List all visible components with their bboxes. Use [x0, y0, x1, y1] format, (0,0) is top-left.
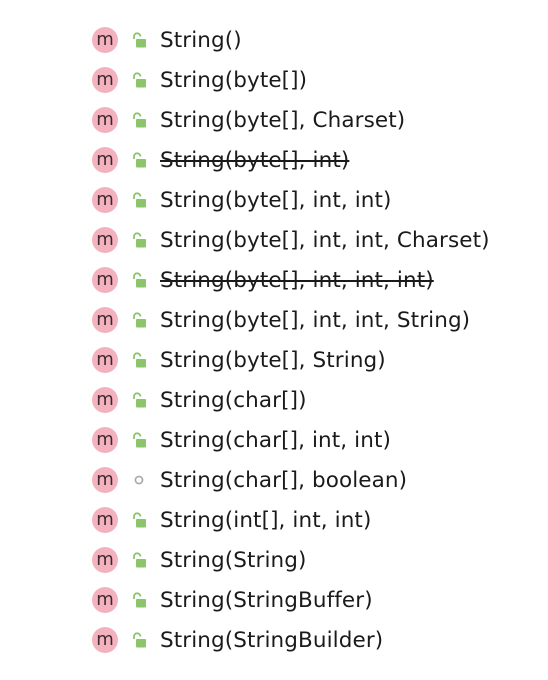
method-icon: m [92, 147, 118, 173]
member-label: String(byte[], int) [160, 147, 350, 173]
method-icon: m [92, 547, 118, 573]
public-lock-icon [128, 629, 150, 651]
list-item[interactable]: m String(char[]) [92, 380, 542, 420]
list-item[interactable]: m String(StringBuffer) [92, 580, 542, 620]
member-label: String(char[]) [160, 387, 307, 413]
member-label: String(char[], int, int) [160, 427, 391, 453]
public-lock-icon [128, 549, 150, 571]
list-item[interactable]: m String(byte[], Charset) [92, 100, 542, 140]
method-icon: m [92, 227, 118, 253]
method-icon: m [92, 307, 118, 333]
list-item[interactable]: m String(byte[], int, int) [92, 180, 542, 220]
method-icon: m [92, 347, 118, 373]
method-icon: m [92, 67, 118, 93]
constructor-list: m String() m String(byte[]) m String(byt… [92, 20, 542, 660]
public-lock-icon [128, 389, 150, 411]
method-icon: m [92, 627, 118, 653]
list-item[interactable]: m String(byte[], String) [92, 340, 542, 380]
list-item[interactable]: m String(byte[], int, int, Charset) [92, 220, 542, 260]
method-icon: m [92, 27, 118, 53]
public-lock-icon [128, 229, 150, 251]
list-item[interactable]: m String(byte[]) [92, 60, 542, 100]
list-item[interactable]: m String(byte[], int) [92, 140, 542, 180]
method-icon: m [92, 387, 118, 413]
member-label: String(byte[]) [160, 67, 308, 93]
list-item[interactable]: m String(char[], boolean) [92, 460, 542, 500]
public-lock-icon [128, 189, 150, 211]
list-item[interactable]: m String(byte[], int, int, String) [92, 300, 542, 340]
member-label: String(byte[], int, int) [160, 187, 392, 213]
public-lock-icon [128, 349, 150, 371]
member-label: String(byte[], Charset) [160, 107, 406, 133]
public-lock-icon [128, 149, 150, 171]
member-label: String(byte[], int, int, String) [160, 307, 471, 333]
method-icon: m [92, 427, 118, 453]
member-label: String(int[], int, int) [160, 507, 372, 533]
list-item[interactable]: m String(StringBuilder) [92, 620, 542, 660]
member-label: String(StringBuilder) [160, 627, 384, 653]
method-icon: m [92, 467, 118, 493]
list-item[interactable]: m String(byte[], int, int, int) [92, 260, 542, 300]
list-item[interactable]: m String() [92, 20, 542, 60]
member-label: String() [160, 27, 242, 53]
member-label: String(char[], boolean) [160, 467, 408, 493]
list-item[interactable]: m String(char[], int, int) [92, 420, 542, 460]
public-lock-icon [128, 589, 150, 611]
method-icon: m [92, 187, 118, 213]
method-icon: m [92, 587, 118, 613]
package-private-dot-icon [128, 469, 150, 491]
public-lock-icon [128, 309, 150, 331]
method-icon: m [92, 267, 118, 293]
member-label: String(StringBuffer) [160, 587, 373, 613]
public-lock-icon [128, 509, 150, 531]
public-lock-icon [128, 69, 150, 91]
member-label: String(byte[], int, int, int) [160, 267, 434, 293]
list-item[interactable]: m String(String) [92, 540, 542, 580]
method-icon: m [92, 507, 118, 533]
method-icon: m [92, 107, 118, 133]
public-lock-icon [128, 109, 150, 131]
public-lock-icon [128, 29, 150, 51]
member-label: String(byte[], String) [160, 347, 386, 373]
member-label: String(String) [160, 547, 307, 573]
list-item[interactable]: m String(int[], int, int) [92, 500, 542, 540]
public-lock-icon [128, 269, 150, 291]
member-label: String(byte[], int, int, Charset) [160, 227, 490, 253]
public-lock-icon [128, 429, 150, 451]
